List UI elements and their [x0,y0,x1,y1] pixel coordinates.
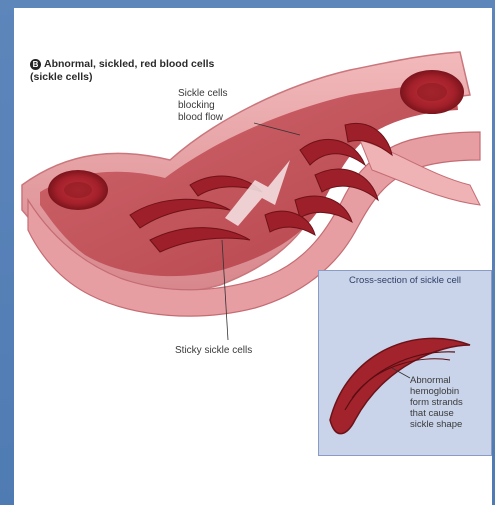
caption-line: hemoglobin [410,386,463,397]
inset-caption: Abnormal hemoglobin form strands that ca… [410,375,463,430]
caption-line: sickle shape [410,419,463,430]
caption-line: Abnormal [410,375,463,386]
caption-line: form strands [410,397,463,408]
caption-line: that cause [410,408,463,419]
